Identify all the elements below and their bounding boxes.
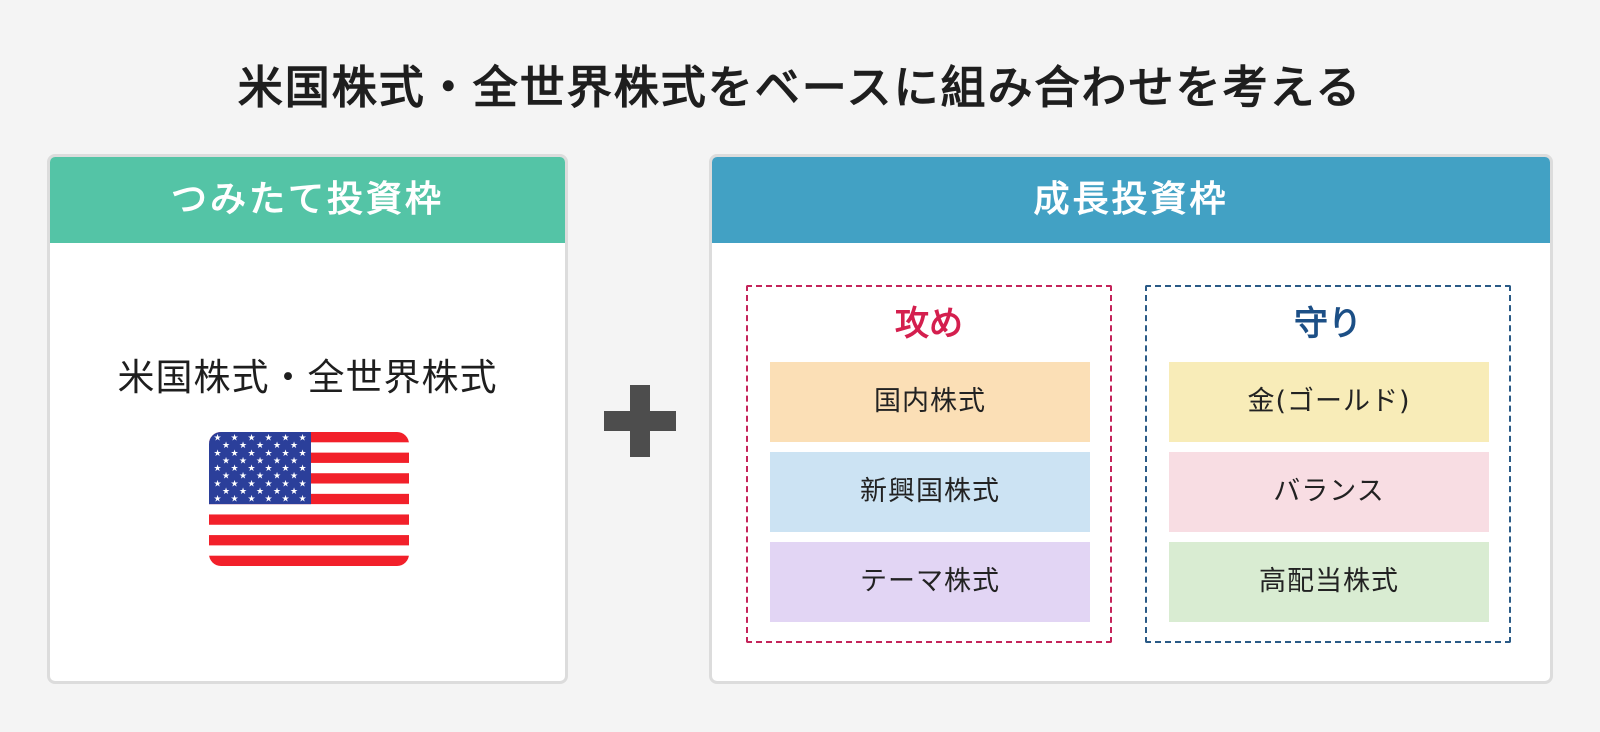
svg-text:★: ★ [247, 495, 255, 505]
svg-text:★: ★ [264, 464, 272, 474]
svg-text:★: ★ [247, 449, 255, 459]
svg-text:★: ★ [247, 434, 255, 444]
svg-text:★: ★ [222, 441, 230, 451]
tsumitate-panel: つみたて投資枠 米国株式・全世界株式 ★★★★★★★★★★★★★★★★★★★★★… [47, 154, 568, 684]
svg-text:★: ★ [230, 464, 238, 474]
page-title: 米国株式・全世界株式をベースに組み合わせを考える [237, 61, 1363, 114]
svg-text:★: ★ [239, 456, 247, 466]
svg-text:★: ★ [290, 441, 298, 451]
attack-group-title: 攻め [895, 304, 963, 344]
svg-text:★: ★ [273, 487, 281, 497]
svg-text:★: ★ [222, 472, 230, 482]
svg-text:★: ★ [273, 472, 281, 482]
svg-text:★: ★ [230, 479, 238, 489]
svg-text:★: ★ [298, 479, 306, 489]
tsumitate-panel-header: つみたて投資枠 [50, 157, 565, 243]
svg-text:★: ★ [247, 464, 255, 474]
attack-item-theme-stocks: テーマ株式 [770, 542, 1090, 622]
svg-text:★: ★ [213, 479, 221, 489]
svg-text:★: ★ [264, 449, 272, 459]
svg-text:★: ★ [222, 487, 230, 497]
svg-text:★: ★ [264, 434, 272, 444]
attack-group: 攻め 国内株式 新興国株式 テーマ株式 [746, 285, 1112, 643]
svg-text:★: ★ [213, 495, 221, 505]
defense-item-gold: 金(ゴールド) [1169, 362, 1489, 442]
svg-text:★: ★ [264, 479, 272, 489]
svg-text:★: ★ [298, 434, 306, 444]
attack-item-emerging-stocks: 新興国株式 [770, 452, 1090, 532]
defense-item-balanced: バランス [1169, 452, 1489, 532]
svg-text:★: ★ [281, 464, 289, 474]
svg-text:★: ★ [213, 434, 221, 444]
svg-text:★: ★ [298, 495, 306, 505]
svg-text:★: ★ [230, 495, 238, 505]
svg-text:★: ★ [239, 472, 247, 482]
svg-text:★: ★ [230, 449, 238, 459]
attack-item-domestic-stocks: 国内株式 [770, 362, 1090, 442]
svg-text:★: ★ [256, 456, 264, 466]
plus-icon [604, 385, 676, 457]
us-flag-icon: ★★★★★★★★★★★★★★★★★★★★★★★★★★★★★★★★★★★★★★★★… [209, 432, 409, 566]
svg-text:★: ★ [256, 441, 264, 451]
svg-text:★: ★ [290, 487, 298, 497]
svg-text:★: ★ [213, 464, 221, 474]
svg-text:★: ★ [281, 479, 289, 489]
svg-text:★: ★ [290, 456, 298, 466]
svg-text:★: ★ [256, 487, 264, 497]
svg-text:★: ★ [256, 472, 264, 482]
svg-text:★: ★ [290, 472, 298, 482]
svg-text:★: ★ [213, 449, 221, 459]
svg-text:★: ★ [222, 456, 230, 466]
defense-item-high-dividend: 高配当株式 [1169, 542, 1489, 622]
svg-text:★: ★ [239, 441, 247, 451]
growth-panel: 成長投資枠 攻め 国内株式 新興国株式 テーマ株式 守り 金(ゴールド) バラン… [709, 154, 1553, 684]
svg-text:★: ★ [247, 479, 255, 489]
svg-text:★: ★ [281, 434, 289, 444]
svg-text:★: ★ [298, 449, 306, 459]
svg-text:★: ★ [239, 487, 247, 497]
svg-text:★: ★ [230, 434, 238, 444]
svg-text:★: ★ [281, 449, 289, 459]
tsumitate-asset-label: 米国株式・全世界株式 [117, 356, 498, 399]
defense-group-title: 守り [1294, 304, 1362, 344]
svg-text:★: ★ [298, 464, 306, 474]
svg-text:★: ★ [281, 495, 289, 505]
defense-group: 守り 金(ゴールド) バランス 高配当株式 [1145, 285, 1511, 643]
svg-text:★: ★ [264, 495, 272, 505]
svg-text:★: ★ [273, 456, 281, 466]
growth-panel-header: 成長投資枠 [712, 157, 1550, 243]
svg-text:★: ★ [273, 441, 281, 451]
